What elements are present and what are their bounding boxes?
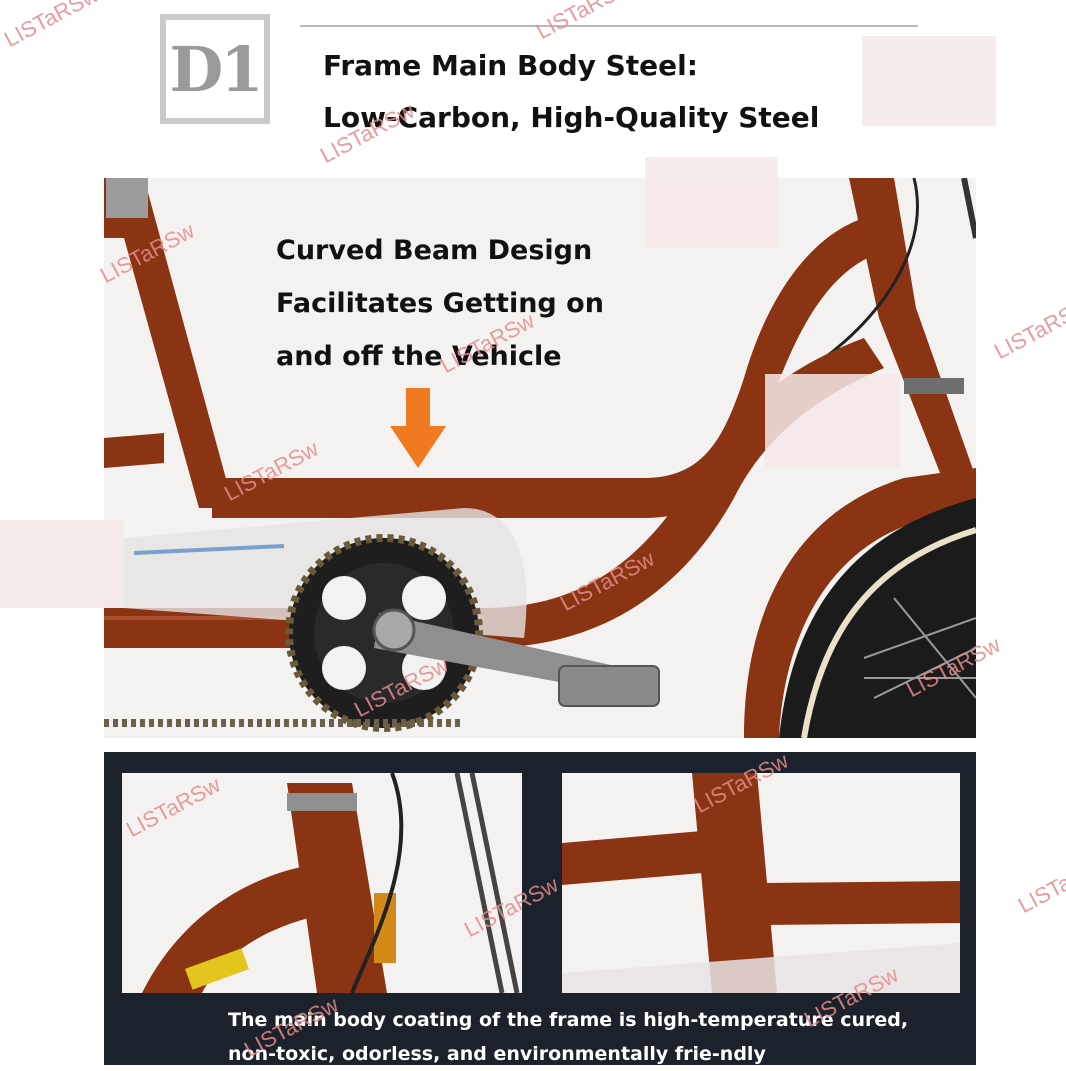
detail-photo-head-tube — [122, 773, 522, 993]
section-number-badge: D1 — [160, 14, 270, 124]
callout-line-2: Facilitates Getting on — [276, 288, 604, 319]
heading-line-2: Low-Carbon, High-Quality Steel — [323, 101, 820, 134]
blank-patch — [645, 157, 778, 248]
down-arrow-icon — [390, 388, 446, 468]
watermark-text: LISTaRSw — [990, 293, 1066, 365]
coating-caption: The main body coating of the frame is hi… — [228, 1003, 948, 1071]
section-heading: Frame Main Body Steel: Low-Carbon, High-… — [323, 40, 819, 144]
header-divider — [300, 25, 918, 27]
blank-patch — [862, 36, 996, 126]
callout-line-3: and off the Vehicle — [276, 341, 562, 372]
blank-patch — [765, 374, 900, 467]
watermark-text: LISTaRSw — [1014, 847, 1066, 919]
caption-line-2: non-toxic, odorless, and environmentally… — [228, 1043, 766, 1065]
callout-line-1: Curved Beam Design — [276, 235, 593, 266]
detail-photo-seat-tube — [562, 773, 960, 993]
watermark-text: LISTaRSw — [532, 0, 635, 45]
watermark-text: LISTaRSw — [0, 0, 103, 53]
blank-patch — [0, 520, 124, 608]
feature-callout: Curved Beam Design Facilitates Getting o… — [276, 224, 604, 383]
badge-label: D1 — [169, 32, 264, 106]
caption-line-1: The main body coating of the frame is hi… — [228, 1009, 909, 1031]
heading-line-1: Frame Main Body Steel: — [323, 49, 698, 82]
